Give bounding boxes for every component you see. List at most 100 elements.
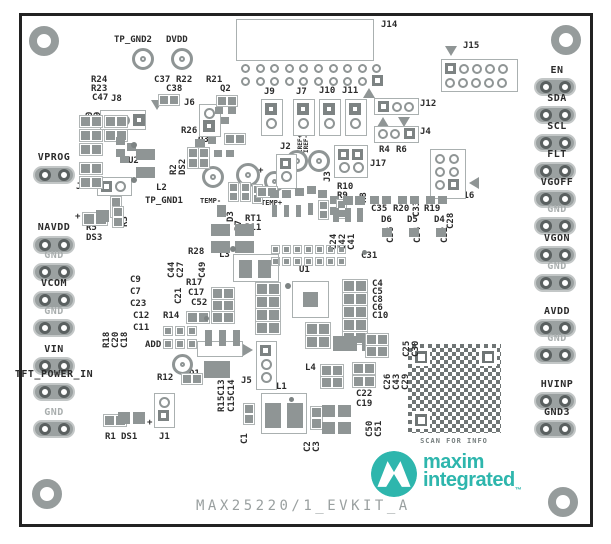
header-pin-round (449, 154, 459, 164)
connector-hole (459, 64, 469, 74)
mounting-hole (551, 25, 581, 55)
board-name: MAX25220/1_EVKIT_A (196, 498, 411, 514)
smd-pad (211, 224, 230, 236)
header-pin-round (324, 118, 335, 129)
smd-pad (205, 330, 212, 346)
silk-label: ADD (145, 340, 162, 350)
silk-label: C41 (347, 233, 357, 250)
smd-pad (219, 330, 226, 346)
testpoint-pad-vin (33, 357, 75, 375)
testpoint-hole (38, 169, 51, 181)
smd-pad (195, 139, 205, 149)
smd-pad (226, 150, 234, 157)
testpoint-hole (558, 349, 571, 361)
smd-pad (271, 245, 280, 254)
silk-label: J1 (159, 432, 170, 442)
testpoint-label: NAVDD (37, 222, 71, 233)
silk-label: RT1 (245, 214, 262, 224)
orientation-arrow-icon (243, 344, 253, 356)
smd-pad (304, 257, 313, 266)
testpoint-pad-gnd (534, 217, 576, 235)
testpoint-hole (558, 220, 571, 232)
header-pin-square (203, 120, 215, 132)
connector-hole (299, 64, 309, 73)
testpoint-hole (539, 249, 552, 261)
header-pin-round (390, 129, 400, 139)
header-pin-square (445, 63, 456, 74)
round-test-point (202, 166, 224, 188)
connector-hole (241, 77, 250, 86)
testpoint-hole (539, 165, 552, 177)
silk-label: J17 (370, 159, 387, 169)
testpoint-hole (539, 220, 552, 232)
header-pin-round (339, 162, 350, 173)
testpoint-hole (558, 423, 571, 435)
testpoint-hole (57, 322, 70, 334)
smd-pad-pair (305, 322, 331, 336)
smd-pad (337, 245, 346, 254)
qr-finder-icon (412, 348, 430, 366)
connector-hole (270, 64, 280, 73)
smd-pad (120, 156, 129, 163)
silk-label: DS3 (86, 233, 103, 243)
silk-label: R6 (396, 145, 407, 155)
testpoint-hole (38, 239, 51, 251)
testpoint-label: GND3 (543, 407, 571, 418)
smd-pad-pair (318, 200, 329, 220)
smd-pad (326, 257, 335, 266)
silk-label: C3 (312, 441, 322, 452)
silk-label: J12 (420, 99, 437, 109)
header-pin-round (204, 108, 215, 119)
smd-pad-pair (186, 311, 210, 324)
smd-pad (235, 224, 254, 236)
header-pin-square (101, 181, 112, 192)
smd-pad-pair (255, 295, 281, 309)
smd-pad (409, 228, 419, 237)
connector-hole (458, 78, 468, 88)
silk-label: C21 (174, 287, 184, 304)
smd-pad (337, 257, 346, 266)
smd-pad (270, 190, 279, 198)
connector-hole (357, 64, 367, 73)
smd-pad (215, 107, 223, 114)
connector-hole (314, 64, 323, 73)
header-pin-round (261, 359, 272, 370)
silk-label: R24 (91, 75, 108, 85)
smd-pad-pair (198, 147, 210, 169)
silk-label: R15C13 (217, 379, 227, 412)
silk-label: R10 (337, 182, 354, 192)
logo-line2: integrated (423, 469, 515, 492)
connector-hole (241, 64, 250, 73)
testpoint-hole (558, 81, 571, 93)
silk-label: J2 (280, 142, 291, 152)
silk-label: C29 (401, 373, 411, 390)
header-pin-round (449, 167, 459, 177)
test-point-hole (209, 173, 217, 181)
smd-pad (338, 422, 351, 434)
smd-pad-pair (158, 94, 180, 106)
qr-finder-icon (412, 411, 430, 429)
smd-pad (258, 260, 271, 278)
testpoint-pad-vprog (33, 166, 75, 184)
header-pin-round (159, 397, 170, 408)
smd-pad (116, 137, 125, 145)
smd-pad (282, 190, 291, 198)
silk-label: TP_GND2 (114, 35, 152, 45)
testpoint-hole (57, 294, 70, 306)
smd-pad (322, 422, 335, 434)
smd-pad (382, 196, 391, 204)
silk-label: D5 (407, 215, 418, 225)
connector-hole (255, 64, 265, 73)
smd-pad (233, 330, 240, 346)
silk-label: C38 (166, 84, 183, 94)
orientation-arrow-icon (151, 100, 163, 110)
silk-label: R1 (105, 432, 116, 442)
testpoint-hole (558, 277, 571, 289)
silk-label: R4 (379, 145, 390, 155)
header-pin-round (435, 167, 445, 177)
smd-pad (239, 260, 252, 278)
testpoint-pad-en (534, 78, 576, 96)
smd-pad-pair (181, 373, 203, 385)
header-pin-round (392, 102, 402, 112)
testpoint-hole (57, 169, 70, 181)
